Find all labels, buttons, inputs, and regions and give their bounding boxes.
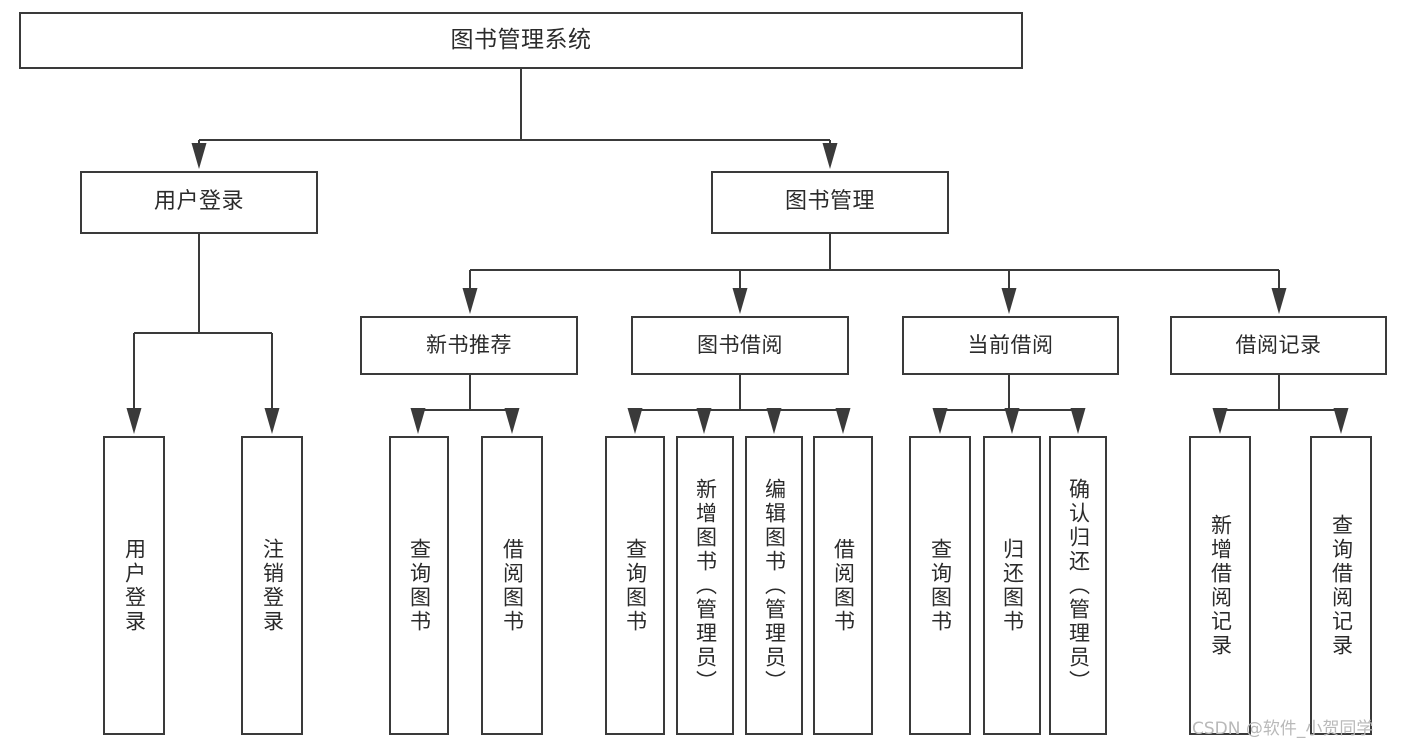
node-leaf-return-book[interactable]: 归还图书 bbox=[983, 436, 1041, 735]
node-label: 确认归还（管理员） bbox=[1066, 477, 1091, 694]
node-label: 编辑图书（管理员） bbox=[762, 477, 787, 694]
node-label: 查询图书 bbox=[623, 537, 648, 634]
node-label: 注销登录 bbox=[260, 537, 285, 634]
arrowhead bbox=[1212, 408, 1228, 434]
arrowhead bbox=[835, 408, 851, 434]
node-label: 查询图书 bbox=[407, 537, 432, 634]
arrowhead bbox=[627, 408, 643, 434]
node-current-borrow[interactable]: 当前借阅 bbox=[902, 316, 1119, 375]
arrowhead bbox=[462, 288, 478, 314]
node-label: 图书管理系统 bbox=[450, 26, 592, 53]
node-leaf-add-record[interactable]: 新增借阅记录 bbox=[1189, 436, 1251, 735]
node-leaf-query-record[interactable]: 查询借阅记录 bbox=[1310, 436, 1372, 735]
node-label: 当前借阅 bbox=[967, 332, 1054, 357]
node-new-book-rec[interactable]: 新书推荐 bbox=[360, 316, 578, 375]
node-root-system[interactable]: 图书管理系统 bbox=[19, 12, 1023, 69]
node-leaf-confirm-return[interactable]: 确认归还（管理员） bbox=[1049, 436, 1107, 735]
arrowhead bbox=[191, 143, 207, 169]
node-label: 用户登录 bbox=[122, 537, 147, 634]
node-leaf-query-book-1[interactable]: 查询图书 bbox=[389, 436, 449, 735]
arrowhead bbox=[126, 408, 142, 434]
arrowhead bbox=[732, 288, 748, 314]
arrowhead bbox=[1070, 408, 1086, 434]
arrowhead bbox=[932, 408, 948, 434]
node-leaf-borrow-book-2[interactable]: 借阅图书 bbox=[813, 436, 873, 735]
watermark-text: CSDN @软件_小贺同学 bbox=[1192, 719, 1374, 739]
node-label: 用户登录 bbox=[153, 189, 244, 215]
node-label: 查询图书 bbox=[928, 537, 953, 634]
arrowhead bbox=[410, 408, 426, 434]
node-label: 借阅图书 bbox=[500, 537, 525, 634]
node-leaf-borrow-book-1[interactable]: 借阅图书 bbox=[481, 436, 543, 735]
node-book-manage[interactable]: 图书管理 bbox=[711, 171, 949, 234]
node-leaf-query-book-2[interactable]: 查询图书 bbox=[605, 436, 665, 735]
arrowhead bbox=[822, 143, 838, 169]
arrowhead bbox=[504, 408, 520, 434]
arrowhead bbox=[264, 408, 280, 434]
arrowhead bbox=[766, 408, 782, 434]
node-borrow-record[interactable]: 借阅记录 bbox=[1170, 316, 1387, 375]
node-leaf-user-login[interactable]: 用户登录 bbox=[103, 436, 165, 735]
node-label: 查询借阅记录 bbox=[1329, 513, 1354, 658]
node-label: 图书管理 bbox=[784, 189, 875, 215]
node-book-borrow[interactable]: 图书借阅 bbox=[631, 316, 849, 375]
arrowhead bbox=[696, 408, 712, 434]
node-label: 归还图书 bbox=[1000, 537, 1025, 634]
arrowhead bbox=[1004, 408, 1020, 434]
node-leaf-query-book-3[interactable]: 查询图书 bbox=[909, 436, 971, 735]
arrowhead bbox=[1271, 288, 1287, 314]
arrowhead bbox=[1001, 288, 1017, 314]
node-label: 借阅图书 bbox=[831, 537, 856, 634]
node-user-login[interactable]: 用户登录 bbox=[80, 171, 318, 234]
node-label: 图书借阅 bbox=[697, 332, 783, 357]
node-label: 新增图书（管理员） bbox=[693, 477, 718, 694]
node-leaf-add-book[interactable]: 新增图书（管理员） bbox=[676, 436, 734, 735]
node-leaf-logout[interactable]: 注销登录 bbox=[241, 436, 303, 735]
node-label: 新增借阅记录 bbox=[1208, 513, 1233, 658]
node-leaf-edit-book[interactable]: 编辑图书（管理员） bbox=[745, 436, 803, 735]
arrowhead bbox=[1333, 408, 1349, 434]
node-label: 新书推荐 bbox=[426, 332, 512, 357]
node-label: 借阅记录 bbox=[1235, 332, 1322, 357]
